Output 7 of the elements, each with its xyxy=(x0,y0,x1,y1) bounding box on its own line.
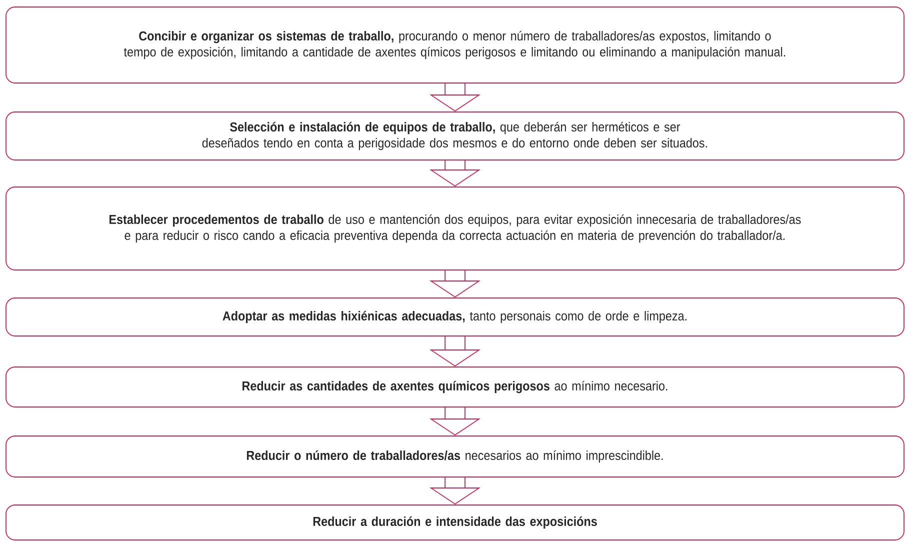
step-box: Reducir o número de traballadores/as necesarios ao mínimo imprescindible. xyxy=(6,436,904,478)
step-box: Establecer procedementos de traballo de uso e mantención dos equipos, para evitar exposición innecesaria de traballadores/as e para reducir o risco cando a eficacia preventiva dependa da correcta actuación en materia de prevención do traballador/a. xyxy=(6,186,904,270)
step-box: Adoptar as medidas hixiénicas adecuadas, tanto personais como de orde e limpeza. xyxy=(6,298,904,336)
step-box: Reducir as cantidades de axentes químicos perigosos ao mínimo necesario. xyxy=(6,366,904,408)
step-box: Concibir e organizar os sistemas de traballo, procurando o menor número de traballadores/as expostos, limitando o tempo de exposición, limitando a cantidade de axentes qímicos perigosos e limitando ou eliminando a manipulación manual. xyxy=(6,6,904,84)
step-box: Selección e instalación de equipos de traballo, que deberán ser herméticos e ser deseñados tendo en conta a perigosidade dos mesmos e do entorno onde deben ser situados. xyxy=(6,112,904,160)
step-box: Reducir a duración e intensidade das exposicións xyxy=(6,504,904,540)
